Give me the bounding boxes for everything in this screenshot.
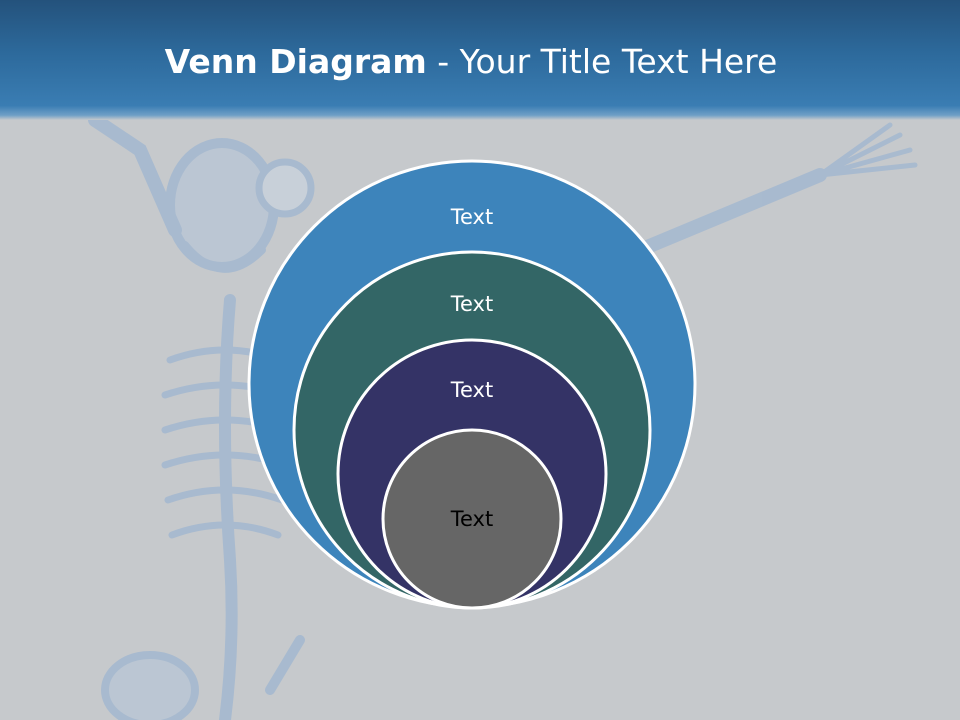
circle-3-label: Text xyxy=(450,378,493,402)
circle-4[interactable] xyxy=(381,428,563,610)
title-rest: - Your Title Text Here xyxy=(426,42,778,81)
slide-title: Venn Diagram - Your Title Text Here xyxy=(0,38,942,86)
circle-1-label: Text xyxy=(450,205,493,229)
title-bold: Venn Diagram xyxy=(164,42,427,81)
title-bar: Venn Diagram - Your Title Text Here xyxy=(0,0,960,120)
circle-2-label: Text xyxy=(450,292,493,316)
circle-4-label: Text xyxy=(450,507,493,531)
